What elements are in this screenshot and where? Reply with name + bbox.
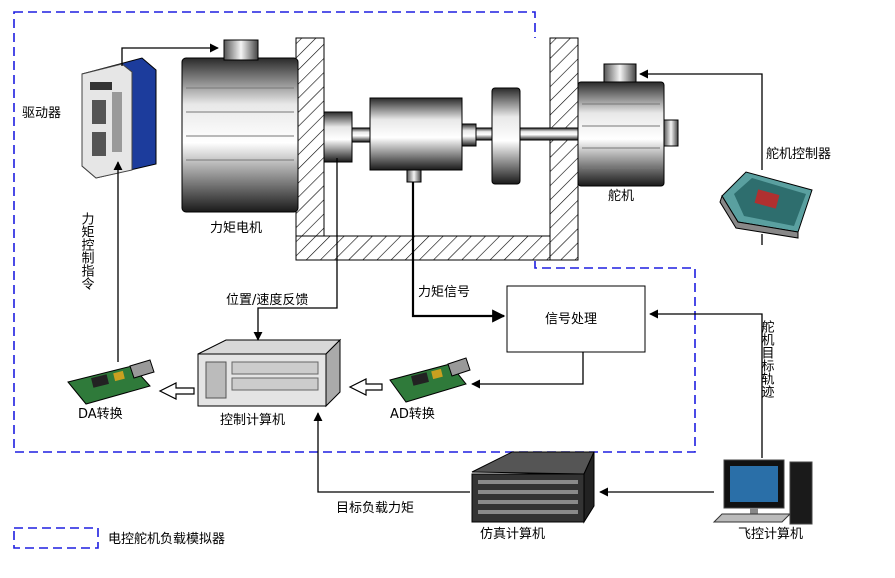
legend: 电控舵机负载模拟器 — [13, 527, 225, 549]
motor-icon — [181, 39, 299, 213]
legend-swatch — [13, 527, 99, 549]
industrial-pc-icon — [197, 338, 342, 408]
torque-command-label: 力矩控制指令 — [79, 212, 95, 291]
signal-lines — [113, 43, 763, 497]
desktop-pc-icon — [712, 459, 813, 525]
flight-computer-label: 飞控计算机 — [738, 527, 803, 542]
driver-label: 驱动器 — [22, 106, 61, 121]
controller-board-icon — [719, 171, 813, 239]
servo-label: 舵机 — [608, 189, 634, 204]
servo-motor-icon — [577, 63, 679, 187]
simulator-boundary — [13, 11, 696, 453]
signal-processing-box — [506, 285, 646, 353]
torque-signal-label: 力矩信号 — [418, 285, 470, 300]
legend-label: 电控舵机负载模拟器 — [108, 532, 225, 547]
ad-pci-card-icon — [389, 357, 471, 403]
signal-processing-label: 信号处理 — [545, 312, 597, 327]
feedback-label: 位置/速度反馈 — [226, 292, 308, 308]
control-computer-label: 控制计算机 — [220, 413, 285, 428]
servo-driver-icon — [81, 57, 157, 179]
target-load-torque-label: 目标负载力矩 — [336, 501, 414, 516]
servo-controller-label: 舵机控制器 — [766, 147, 831, 162]
sim-computer-label: 仿真计算机 — [480, 527, 545, 542]
da-label: DA转换 — [78, 407, 123, 422]
servo-trajectory-label: 舵机目标轨迹 — [759, 320, 775, 399]
da-pci-card-icon — [67, 359, 155, 405]
rack-server-icon — [471, 451, 595, 524]
ad-label: AD转换 — [390, 407, 435, 422]
hollow-arrows — [158, 378, 383, 400]
torque-motor-label: 力矩电机 — [210, 221, 262, 236]
torque-sensor-icon — [323, 87, 579, 185]
